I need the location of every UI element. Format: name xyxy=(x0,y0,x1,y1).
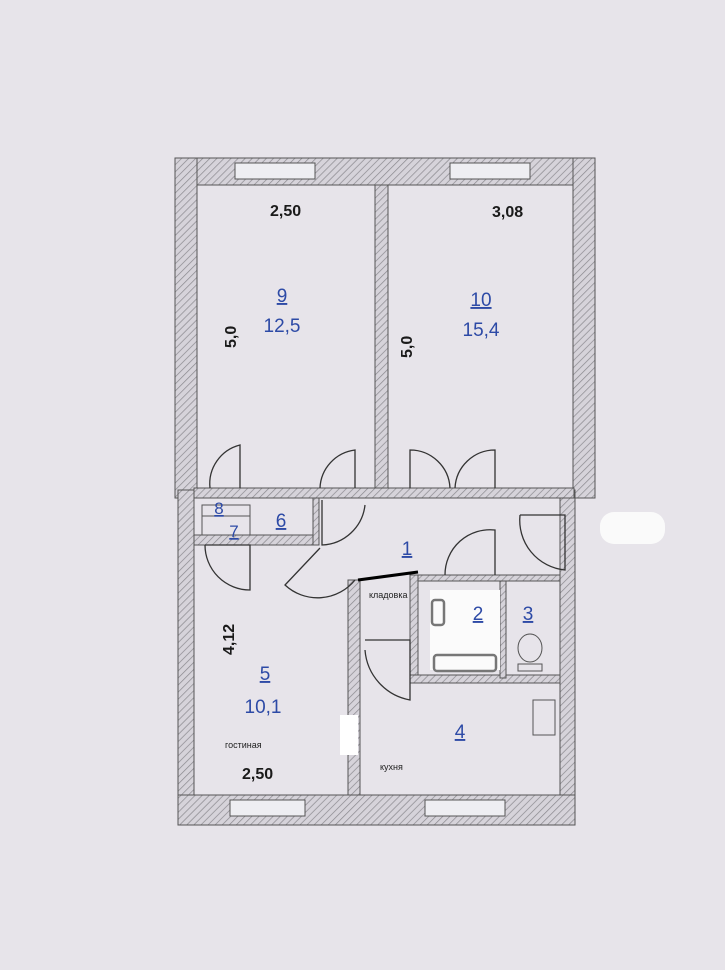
walls xyxy=(174,157,596,826)
room-6-number: 6 xyxy=(276,511,287,532)
room-1-number: 1 xyxy=(402,539,413,560)
kitchen-sink-icon xyxy=(532,699,556,736)
bathroom-fill xyxy=(430,590,500,670)
closet-8-7 xyxy=(201,504,251,536)
room-5-number: 5 xyxy=(260,664,271,685)
room-9-area: 12,5 xyxy=(264,316,301,337)
bathtub-icon xyxy=(432,653,498,673)
doors xyxy=(204,444,566,701)
room-8-number: 8 xyxy=(214,499,223,518)
room-10-length: 5,0 xyxy=(399,336,416,358)
room-5-length: 4,12 xyxy=(221,624,238,655)
room-2-number: 2 xyxy=(473,604,484,625)
room-3-number: 3 xyxy=(523,604,534,625)
room-5-name: гостиная xyxy=(225,740,262,750)
room-5-area: 10,1 xyxy=(245,697,282,718)
room-7-number: 7 xyxy=(229,522,238,541)
room-5-width: 2,50 xyxy=(242,766,273,783)
room-10-area: 15,4 xyxy=(463,320,500,341)
room-9-length: 5,0 xyxy=(223,326,240,348)
windows xyxy=(229,162,531,817)
room-9-width: 2,50 xyxy=(270,203,301,220)
storage-label: кладовка xyxy=(369,590,407,600)
room-4-name: кухня xyxy=(380,762,403,772)
room-10-width: 3,08 xyxy=(492,204,523,221)
room-9-number: 9 xyxy=(277,286,288,307)
partition-line xyxy=(357,570,419,582)
patch xyxy=(340,715,358,755)
patch xyxy=(600,512,665,544)
sink-icon xyxy=(430,598,446,627)
room-10-number: 10 xyxy=(470,290,491,311)
toilet-icon xyxy=(517,633,543,663)
room-4-number: 4 xyxy=(455,722,466,743)
